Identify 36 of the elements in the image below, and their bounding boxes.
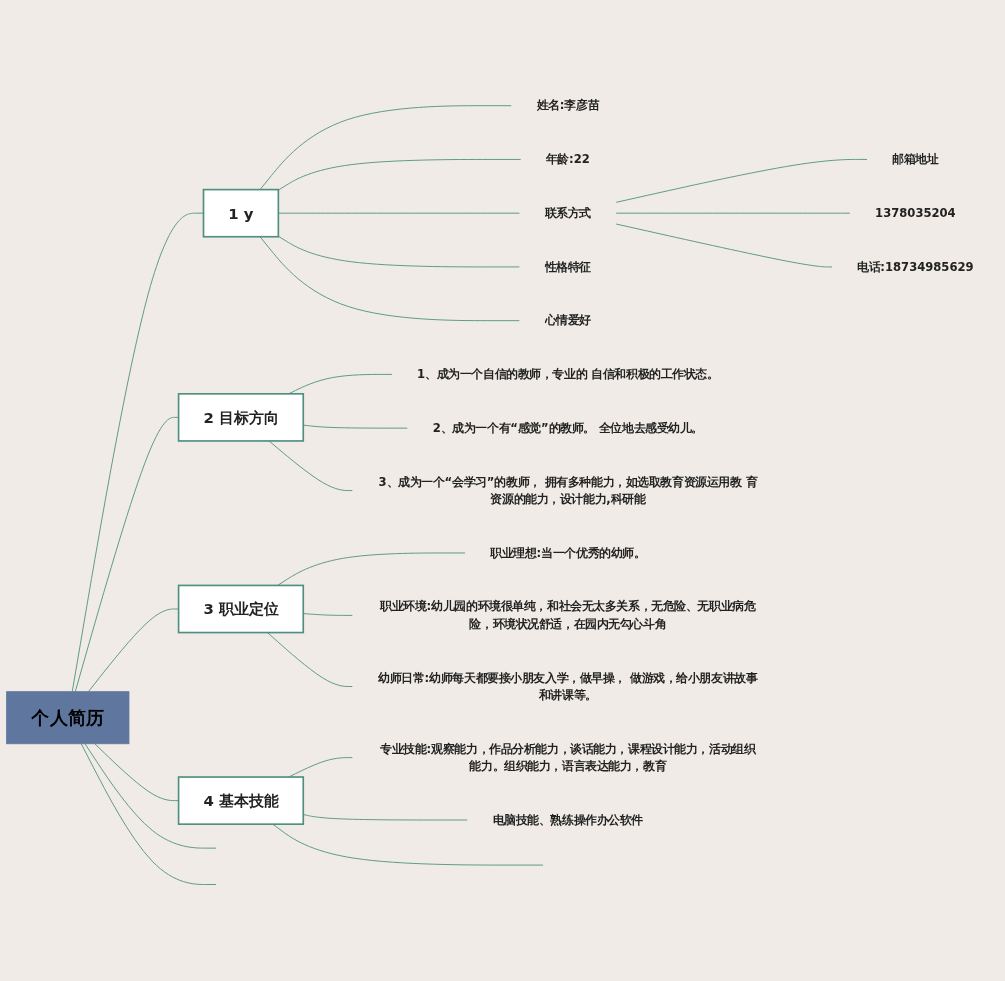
connector: [277, 552, 466, 586]
node-box: 4 基本技能: [177, 775, 305, 825]
connector: [268, 440, 354, 491]
node-box: 3 职业定位: [177, 584, 305, 634]
connector: [615, 158, 868, 203]
connector: [277, 158, 522, 191]
node-text: 幼师日常:幼师每天都要接小朋友入学，做早操， 做游戏，给小朋友讲故事和讲课等。: [378, 670, 758, 702]
connector: [266, 631, 354, 687]
node-text: 联系方式: [544, 205, 591, 220]
node-text: 电话:18734985629: [857, 259, 974, 273]
node-text: 职业环境:幼儿园的环境很单纯，和社会无太多关系，无危险、无职业病危险，环境状况舒适，在园内无勾心斗角: [380, 599, 756, 631]
node-text: 职业理想:当一个优秀的幼师。: [490, 545, 646, 559]
connector: [259, 104, 513, 190]
connector: [288, 373, 393, 395]
node-text: 1、成为一个自信的教师，专业的 自信和积极的工作状态。: [417, 367, 719, 381]
node-text: 专业技能:观察能力，作品分析能力，谈话能力，课程设计能力，活动组织能力。组织能力，语言表达能力，教育: [380, 741, 756, 773]
node-box: 2 目标方向: [177, 392, 305, 442]
node-text: 性格特征: [544, 259, 591, 273]
node-text: 心情爱好: [544, 313, 591, 327]
node-box: 个人简历: [6, 691, 130, 744]
connector: [71, 212, 204, 692]
connector: [615, 212, 851, 214]
node-text: 3、成为一个“会学习”的教师， 拥有多种能力，如选取教育资源运用教 育资源的能力，设计能力,科研能: [378, 474, 758, 506]
node-text: 电脑技能、熟练操作办公软件: [492, 812, 644, 826]
connector: [259, 235, 521, 321]
connector: [615, 223, 833, 268]
node-box: 1 y: [202, 188, 280, 238]
node-text: 姓名:李彦苗: [536, 98, 600, 112]
node-text: 邮箱地址: [892, 152, 939, 166]
connector: [84, 743, 217, 849]
connector: [272, 823, 544, 866]
node-text: 1378035204: [875, 205, 956, 220]
node-text: 年龄:22: [545, 152, 590, 166]
node-text: 2、成为一个有“感觉”的教师。 全位地去感受幼儿。: [432, 420, 704, 435]
connector: [277, 235, 521, 268]
connector: [80, 743, 217, 885]
